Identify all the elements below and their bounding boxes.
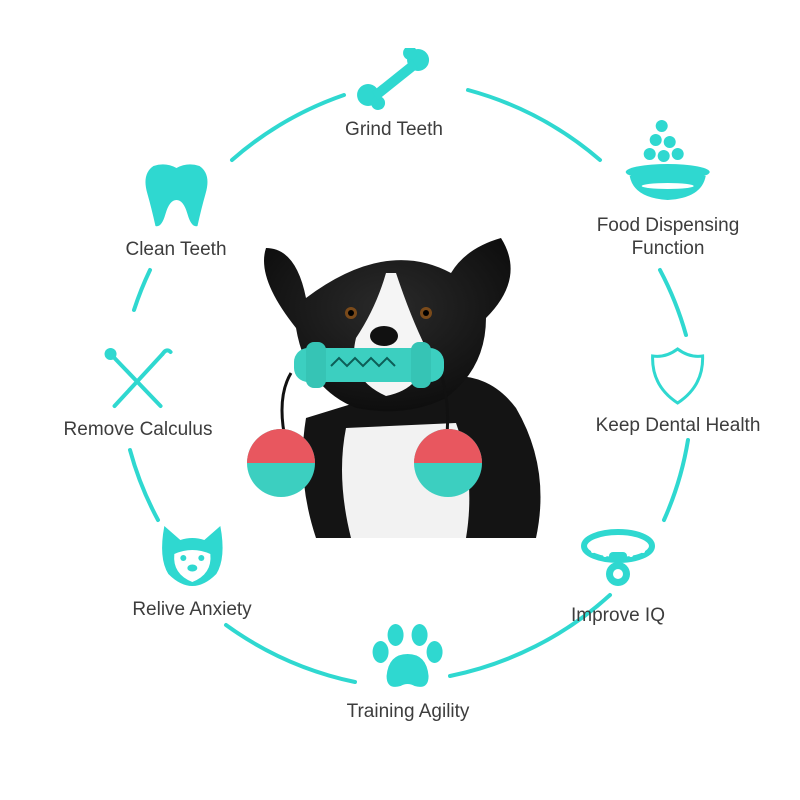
feature-keep-dental-health: Keep Dental Health xyxy=(595,346,761,437)
feature-training-agility: Training Agility xyxy=(346,622,470,723)
food-bowl-icon xyxy=(626,120,710,200)
ring-arc xyxy=(224,623,357,684)
ring-arc xyxy=(128,448,160,522)
ring-arc xyxy=(230,93,346,162)
feature-label: Food Dispensing Function xyxy=(597,214,740,260)
dog-with-toy-image xyxy=(247,238,541,538)
dog-collar-icon xyxy=(580,529,655,586)
feature-label: Grind Teeth xyxy=(345,119,443,140)
ring-arc xyxy=(132,268,152,312)
dog-face-icon xyxy=(161,526,223,586)
feature-relive-anxiety: Relive Anxiety xyxy=(132,518,252,621)
feature-label: Training Agility xyxy=(346,701,470,722)
feature-remove-calculus: Remove Calculus xyxy=(63,344,213,441)
feature-label: Relive Anxiety xyxy=(132,599,252,620)
feature-label: Remove Calculus xyxy=(63,419,213,440)
ring-arc xyxy=(658,268,688,337)
feature-grind-teeth: Grind Teeth xyxy=(345,48,443,141)
feature-label: Improve IQ xyxy=(571,605,665,626)
label-line: Food Dispensing xyxy=(596,215,740,236)
feature-improve-iq: Improve IQ xyxy=(571,524,665,627)
ring-arc xyxy=(448,593,612,678)
feature-food-dispensing: Food Dispensing Function xyxy=(597,118,740,260)
dental-tools-icon xyxy=(105,348,173,408)
bone-icon xyxy=(356,48,429,110)
feature-clean-teeth: Clean Teeth xyxy=(125,160,227,261)
paw-icon xyxy=(372,624,443,687)
feature-label: Clean Teeth xyxy=(125,239,227,260)
label-line: Function xyxy=(631,238,705,259)
feature-label: Keep Dental Health xyxy=(595,415,761,436)
shield-icon xyxy=(651,347,705,405)
tooth-icon xyxy=(145,164,207,227)
ring-arc xyxy=(662,438,690,522)
ring-arc xyxy=(466,88,602,162)
